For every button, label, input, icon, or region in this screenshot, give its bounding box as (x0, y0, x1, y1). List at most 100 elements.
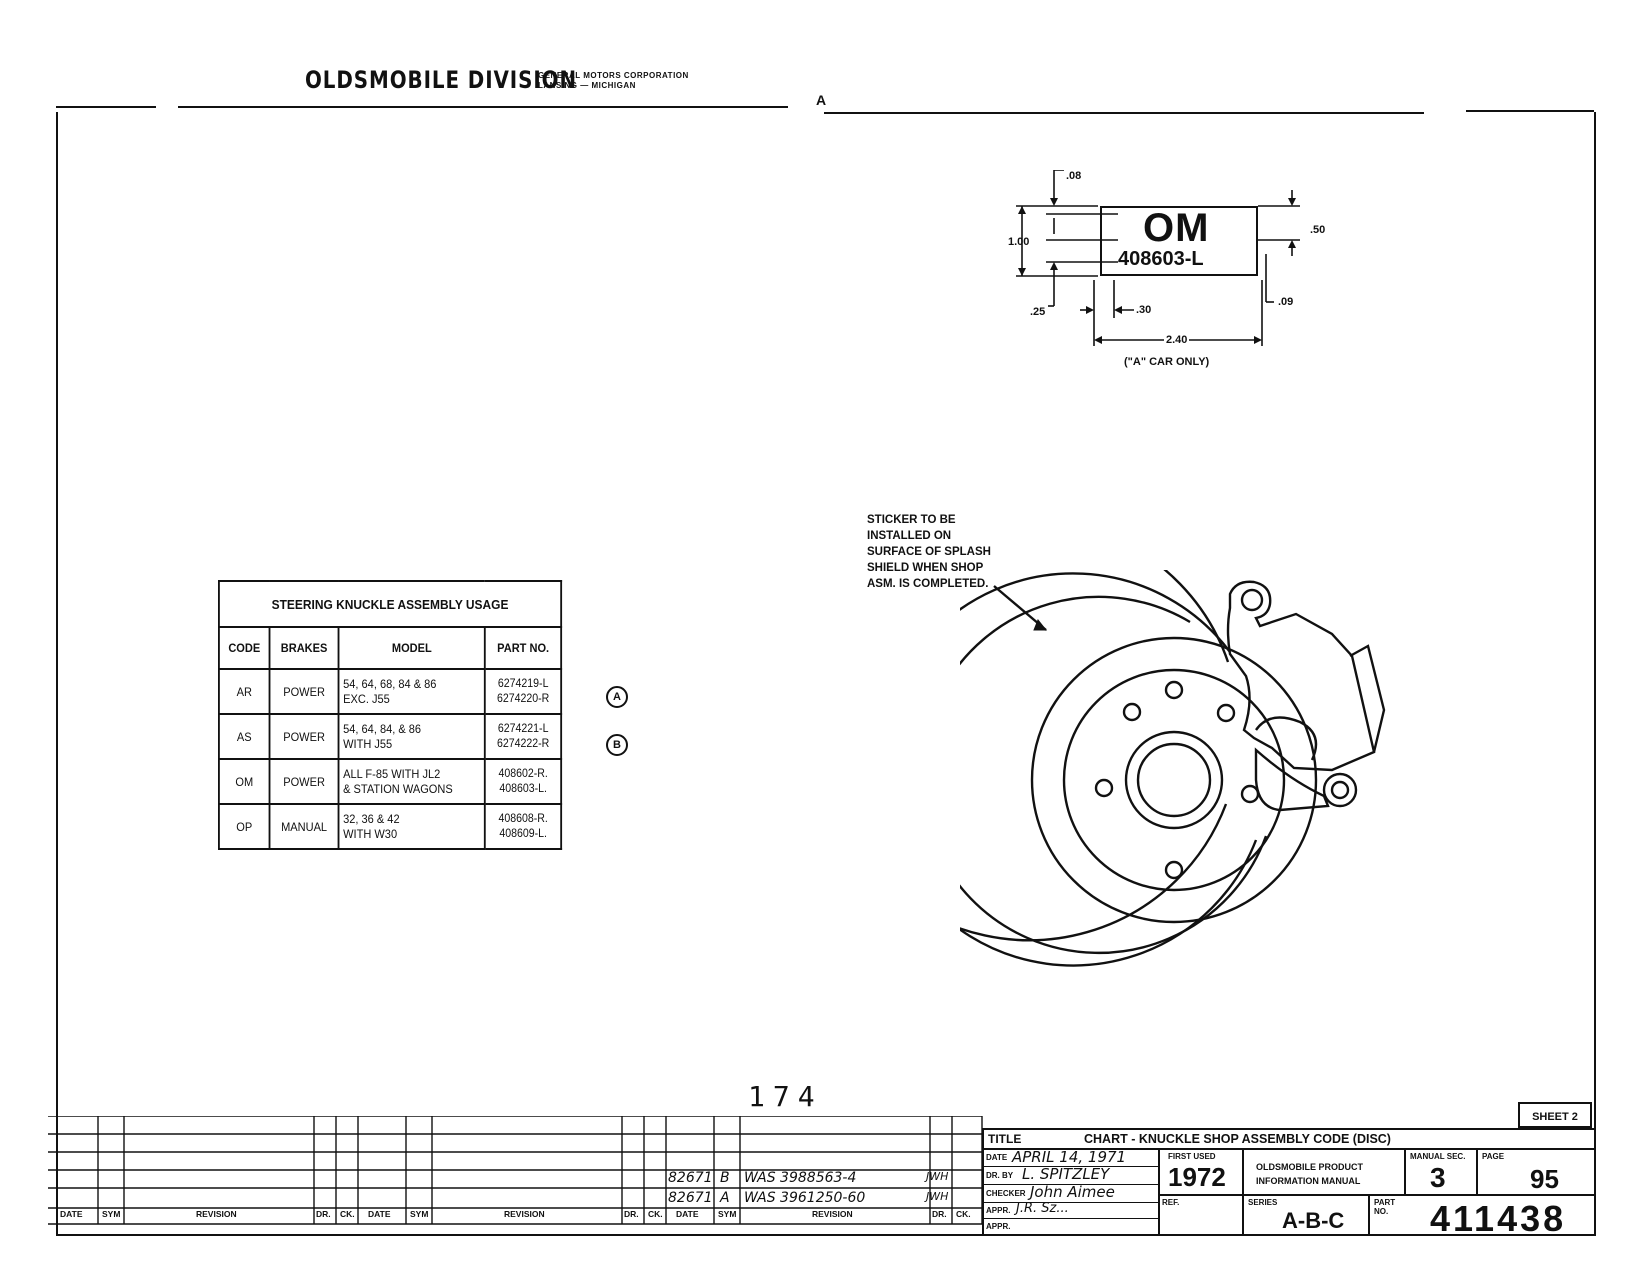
usage-table-title: STEERING KNUCKLE ASSEMBLY USAGE (217, 580, 563, 628)
part-line: 408603-L. (499, 782, 547, 795)
drawn-by: L. SPITZLEY (1022, 1165, 1110, 1183)
part-line: 408608-R. (498, 812, 548, 825)
model-line: 32, 36 & 42 (343, 811, 400, 826)
title-label: TITLE (988, 1132, 1022, 1146)
rev-h-date: DATE (676, 1209, 699, 1219)
corporation-name: GENERAL MOTORS CORPORATION (538, 71, 689, 80)
model-line: WITH J55 (343, 736, 393, 751)
cell-part: 408608-R.408609-L. (484, 803, 563, 850)
rev-h-revision: REVISION (504, 1209, 545, 1219)
tb-row-divider (982, 1166, 1158, 1167)
rev-h-revision: REVISION (196, 1209, 237, 1219)
rev-h-date: DATE (60, 1209, 83, 1219)
sticker-part-number: 408603-L (1118, 248, 1204, 270)
division-title: OLDSMOBILE DIVISION (305, 66, 577, 94)
title-row (982, 1148, 1596, 1150)
dim-025: .25 (1030, 306, 1046, 318)
revision-block-grid (48, 1116, 983, 1225)
part-number: 411438 (1430, 1198, 1567, 1239)
cell-brakes: POWER (268, 668, 340, 715)
cell-brakes: POWER (268, 713, 340, 760)
tb-col-divider (1368, 1196, 1370, 1236)
title-block (982, 1128, 1596, 1236)
rev-h-ck: CK. (340, 1209, 355, 1219)
sticker-caption: ("A" CAR ONLY) (1124, 356, 1210, 368)
model-line: ALL F-85 WITH JL2 (343, 766, 441, 781)
rev-h-dr: DR. (932, 1209, 947, 1219)
row-marker-a: A (606, 686, 628, 708)
rev-text: WAS 3961250-60 (744, 1190, 866, 1206)
approver: J.R. Sz... (1016, 1201, 1069, 1216)
model-line: 54, 64, 84, & 86 (343, 721, 422, 736)
rev-h-revision: REVISION (812, 1209, 853, 1219)
drawing-date: APRIL 14, 1971 (1012, 1148, 1127, 1166)
tb-row-divider (982, 1218, 1158, 1219)
cell-brakes: MANUAL (268, 803, 340, 850)
rev-sym: A (720, 1190, 730, 1206)
part-line: 6274222-R (496, 737, 550, 750)
callout-line: SHIELD WHEN SHOP (867, 562, 984, 574)
part-no-label: PART NO. (1374, 1198, 1396, 1216)
drawing-frame (56, 112, 1596, 1236)
header-rule-left (56, 106, 156, 108)
rev-h-date: DATE (368, 1209, 391, 1219)
first-used-year: 1972 (1168, 1162, 1226, 1192)
callout-line: SURFACE OF SPLASH (867, 546, 991, 558)
manual-sec-value: 3 (1430, 1162, 1446, 1193)
header-rule-right (824, 112, 1424, 114)
cell-model: ALL F-85 WITH JL2& STATION WAGONS (337, 758, 487, 805)
rev-date: 82671 (668, 1170, 713, 1186)
header-top-mark: A (816, 92, 827, 108)
first-used-label: FIRST USED (1168, 1152, 1216, 1161)
row-marker-b: B (606, 734, 628, 756)
callout-line: INSTALLED ON (867, 530, 952, 542)
cell-code: AR (217, 668, 271, 715)
tb-row-divider (1158, 1194, 1596, 1196)
dim-050: .50 (1310, 224, 1326, 236)
page-value: 95 (1530, 1164, 1559, 1194)
drawing-title: CHART - KNUCKLE SHOP ASSEMBLY CODE (DISC… (1084, 1132, 1391, 1146)
checker: John Aimee (1030, 1183, 1115, 1201)
revision-entry: 82671 B WAS 3988563-4 JWH (668, 1170, 968, 1188)
table-row: OM POWER ALL F-85 WITH JL2& STATION WAGO… (217, 758, 563, 805)
page-label: PAGE (1482, 1152, 1505, 1161)
rev-h-ck: CK. (956, 1209, 971, 1219)
cell-code: OM (217, 758, 271, 805)
page-number-mark: 174 (748, 1080, 823, 1113)
brake-assembly-illustration (960, 570, 1386, 967)
usage-table: STEERING KNUCKLE ASSEMBLY USAGE CODE BRA… (217, 580, 563, 850)
rev-initials: JWH (926, 1170, 949, 1183)
col-brakes: BRAKES (268, 626, 340, 670)
dim-009: .09 (1278, 296, 1294, 308)
sticker-code: OM (1143, 206, 1210, 250)
part-line: 6274219-L (497, 677, 549, 690)
tb-col-divider (1158, 1150, 1160, 1236)
rev-h-sym: SYM (718, 1209, 737, 1219)
header-rule-mid (178, 106, 788, 108)
model-line: & STATION WAGONS (343, 781, 453, 796)
tb-col-divider (1404, 1150, 1406, 1196)
rev-h-dr: DR. (624, 1209, 639, 1219)
series-value: A-B-C (1282, 1208, 1345, 1233)
tb-row-divider (982, 1184, 1158, 1185)
rev-h-dr: DR. (316, 1209, 331, 1219)
tb-col-divider (1242, 1150, 1244, 1236)
rev-sym: B (720, 1170, 730, 1186)
rev-h-sym: SYM (410, 1209, 429, 1219)
callout-line: ASM. IS COMPLETED. (867, 578, 989, 590)
corporation-location: LANSING — MICHIGAN (538, 81, 636, 90)
manual-title: OLDSMOBILE PRODUCT INFORMATION MANUAL (1256, 1162, 1363, 1186)
header-rule-far (1466, 110, 1594, 112)
drawn-by-label: DR. BY (986, 1171, 1014, 1180)
rev-initials: JWH (926, 1190, 949, 1203)
cell-part: 408602-R.408603-L. (484, 758, 563, 805)
tb-row-divider (982, 1202, 1158, 1203)
corporation-block: GENERAL MOTORS CORPORATION LANSING — MIC… (538, 71, 689, 91)
cell-code: OP (217, 803, 271, 850)
